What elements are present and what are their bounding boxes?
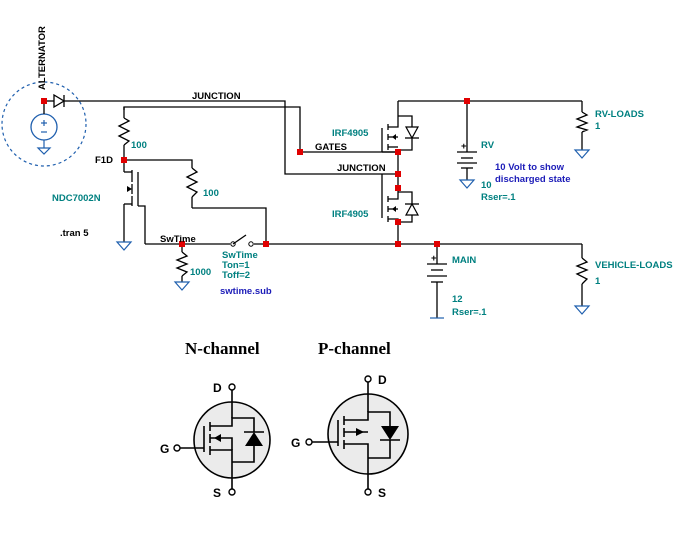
rv-note-line-1: 10 Volt to show [495,162,565,173]
rv-rser: Rser=.1 [481,192,516,203]
r-bottom-value: 1000 [190,267,211,278]
resistor-r1000 [175,251,189,277]
svg-text:+: + [461,141,467,152]
junction-mid-label: JUNCTION [337,163,386,174]
resistor-r100-mid [185,167,199,198]
rv-loads-label: RV-LOADS [595,109,644,120]
swtime-label: SwTime [222,250,258,261]
r-mid-value: 100 [203,188,219,199]
ton-label: Ton=1 [222,260,250,271]
toff-label: Toff=2 [222,270,250,281]
p-channel-title: P-channel [318,339,391,358]
junction-nodes [41,98,470,247]
alternator-diode [43,93,70,114]
f1d-label: F1D [95,155,113,166]
ground-symbols [115,149,591,319]
main-label: MAIN [452,255,476,266]
p-channel-s-label: S [378,486,386,500]
resistor-rv-loads [575,111,589,133]
swtime-sub-label: swtime.sub [220,286,272,297]
mosfet-irf4905-bottom [381,174,420,223]
ndc-label: NDC7002N [52,193,101,204]
battery-main: + [427,253,447,283]
irf-top-label: IRF4905 [332,128,369,139]
r-top-value: 100 [131,140,147,151]
wires [70,100,583,318]
gates-label: GATES [315,142,347,153]
rv-note-line-2: discharged state [495,174,571,185]
switch-swtime [230,234,254,247]
svg-text:+: + [431,253,437,264]
junction-top-label: JUNCTION [192,91,241,102]
p-channel-symbol [305,375,409,496]
n-channel-d-label: D [213,381,222,395]
n-channel-symbol [173,383,271,496]
resistor-vehicle-loads [575,257,589,285]
alternator-label: ALTERNATOR [37,26,48,90]
main-rser: Rser=.1 [452,307,487,318]
p-channel-d-label: D [378,373,387,387]
tran-directive: .tran 5 [60,228,89,239]
irf-bottom-label: IRF4905 [332,209,369,220]
mosfet-irf4905-top [381,115,420,153]
resistor-r100-top [117,117,131,146]
rv-label: RV [481,140,495,151]
rv-loads-value: 1 [595,121,601,132]
vehicle-loads-label: VEHICLE-LOADS [595,260,673,271]
n-channel-g-label: G [160,442,169,456]
rv-value: 10 [481,180,492,191]
main-value: 12 [452,294,463,305]
vehicle-loads-value: 1 [595,276,601,287]
n-channel-title: N-channel [185,339,260,358]
swtime-top-label: SwTime [160,234,196,245]
battery-rv: + [457,141,477,169]
p-channel-g-label: G [291,436,300,450]
mosfet-ndc7002n [124,170,146,244]
n-channel-s-label: S [213,486,221,500]
alternator-symbol [1,81,87,167]
